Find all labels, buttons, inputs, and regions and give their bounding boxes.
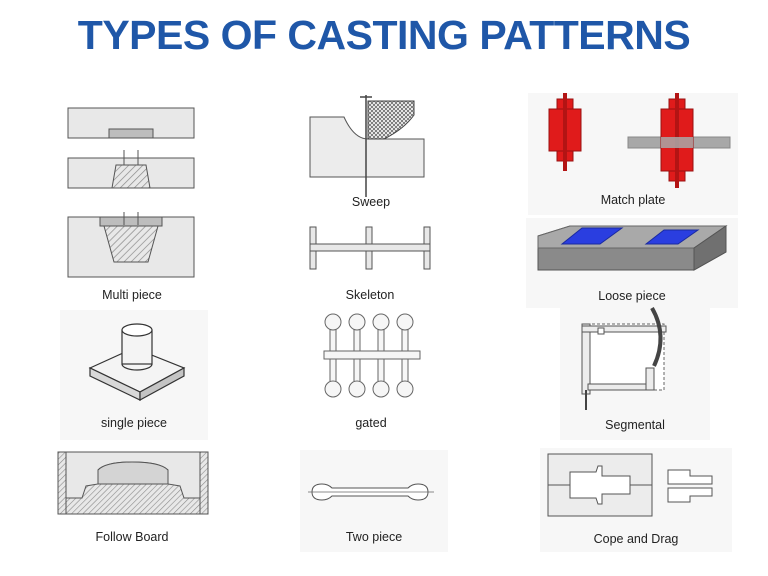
sweep-label: Sweep xyxy=(351,195,391,209)
gated-diagram xyxy=(323,313,421,398)
segmental-diagram xyxy=(581,307,667,410)
match-plate-diagram xyxy=(548,93,731,188)
sweep-diagram xyxy=(309,95,425,197)
skeleton-panel: Skeleton xyxy=(300,222,440,310)
follow-board-panel: Follow Board xyxy=(52,448,212,548)
two-piece-panel: Two piece xyxy=(300,450,448,552)
loose-piece-panel: Loose piece xyxy=(526,218,738,308)
multi-piece-label: Multi piece xyxy=(102,288,162,302)
skeleton-label: Skeleton xyxy=(345,288,395,302)
single-piece-label: single piece xyxy=(100,416,167,430)
two-piece-label: Two piece xyxy=(345,530,403,544)
sweep-panel: Sweep xyxy=(306,93,436,218)
multi-piece-diagram xyxy=(67,107,195,278)
match-plate-label: Match plate xyxy=(600,193,666,207)
single-piece-panel: single piece xyxy=(60,310,208,440)
loose-piece-label: Loose piece xyxy=(598,289,666,303)
match-plate-panel: Match plate xyxy=(528,93,738,215)
multi-piece-panel: Multi piece xyxy=(52,100,212,305)
follow-board-diagram xyxy=(57,451,209,515)
loose-piece-diagram xyxy=(537,225,728,271)
gated-label: gated xyxy=(355,416,387,430)
two-piece-diagram xyxy=(308,483,434,501)
skeleton-diagram xyxy=(309,226,431,270)
cope-and-drag-panel: Cope and Drag xyxy=(540,448,732,552)
cope-and-drag-diagram xyxy=(547,453,713,517)
segmental-panel: Segmental xyxy=(560,306,710,440)
page-title: TYPES OF CASTING PATTERNS xyxy=(77,12,691,58)
cope-and-drag-label: Cope and Drag xyxy=(593,532,679,546)
single-piece-diagram xyxy=(88,323,186,402)
follow-board-label: Follow Board xyxy=(95,530,169,544)
gated-panel: gated xyxy=(316,310,426,440)
segmental-label: Segmental xyxy=(605,418,665,432)
